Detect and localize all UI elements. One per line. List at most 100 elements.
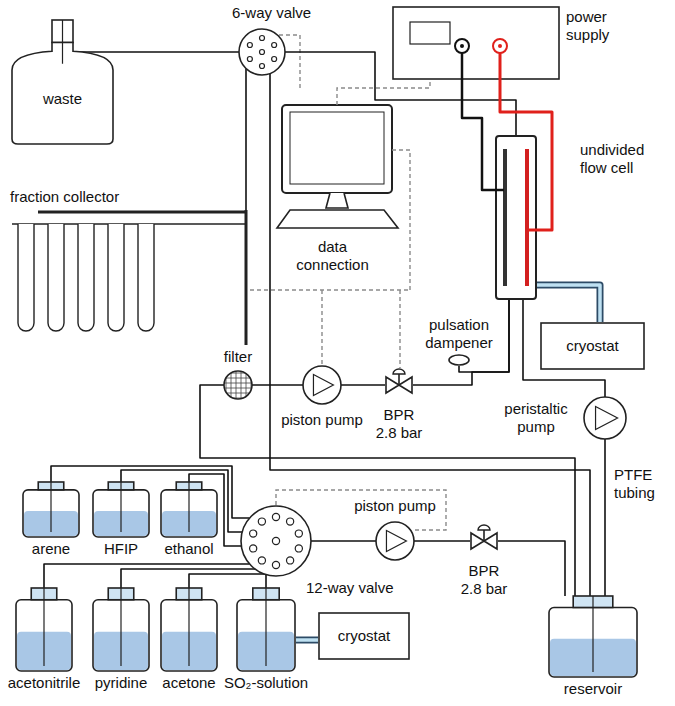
screen: [290, 112, 384, 184]
tubing: [498, 541, 565, 596]
tubing: [189, 574, 264, 588]
component-shape: [470, 524, 498, 558]
component-label: fraction collector: [10, 188, 210, 206]
tubing: [63, 20, 239, 52]
component-label: peristaltic pump: [493, 400, 579, 436]
label-slot: pyridine: [74, 674, 168, 692]
connector-stroke: [189, 574, 264, 588]
component-label: waste: [10, 90, 115, 108]
component-label: arene: [12, 540, 90, 558]
component-label: HFIP: [82, 540, 160, 558]
connector-stroke: [311, 540, 376, 542]
component-label: cryostat: [338, 627, 391, 645]
label-slot: undivided flow cell: [580, 141, 665, 177]
label-slot: waste: [10, 90, 115, 108]
label-slot: ethanol: [150, 540, 228, 558]
label-slot: SO₂-solution: [214, 674, 318, 692]
component-label: 2.8 bar: [454, 580, 514, 598]
component-shape: [160, 482, 218, 538]
connector-stroke: [341, 384, 385, 386]
connector-stroke: [63, 20, 239, 52]
component-label: cryostat: [566, 337, 619, 355]
component-v6: 6-way valve: [238, 28, 286, 76]
label-slot: 6-way valve: [232, 4, 342, 22]
component-pump: piston pump: [302, 365, 342, 405]
component-jug: waste: [10, 20, 115, 145]
data-line: [321, 290, 322, 365]
component-label: SO₂-solution: [214, 674, 318, 692]
component-bottle: reservoir: [548, 596, 638, 678]
component-shape: [22, 482, 80, 538]
component-shape: [495, 135, 537, 300]
annotation-label: data connection: [290, 238, 375, 274]
component-bottle: pyridine: [92, 588, 150, 672]
connector-stroke: [537, 285, 600, 322]
label-slot: power supply: [566, 8, 630, 44]
label-slot: acetone: [142, 674, 236, 692]
cooling-line: [296, 640, 318, 641]
label-slot: peristaltic pump: [493, 400, 579, 436]
computer: [277, 105, 398, 228]
component-bottle: ethanol: [160, 482, 218, 538]
connector-stroke: [265, 575, 267, 589]
component-label: 6-way valve: [232, 4, 342, 22]
component-filter: filter: [223, 370, 253, 400]
component-shape: [548, 596, 638, 678]
component-label: BPR: [454, 562, 514, 580]
component-power: power supply: [392, 6, 560, 80]
component-label: undivided flow cell: [580, 141, 665, 177]
tubing: [266, 575, 267, 589]
keyboard: [277, 210, 398, 228]
tubing: [341, 385, 385, 386]
data-line: [399, 290, 400, 368]
tubing: [414, 541, 470, 542]
connector-stroke: [604, 439, 606, 596]
tubing: [44, 564, 250, 588]
component-shape: [583, 396, 627, 440]
connector-stroke: [296, 638, 318, 642]
component-label: acetonitrile: [0, 674, 91, 692]
data-line: [392, 150, 410, 290]
component-shape: [302, 365, 342, 405]
component-bottle: HFIP: [92, 482, 150, 538]
tubing: [311, 541, 376, 542]
component-label: piston pump: [267, 411, 377, 429]
component-pump: piston pump: [375, 521, 415, 561]
connector-stroke: [414, 540, 470, 542]
tubing: [252, 385, 303, 386]
connector-stroke: [537, 285, 600, 322]
component-shape: [10, 20, 115, 145]
component-coll: fraction collector: [8, 210, 250, 345]
component-shape: [448, 354, 470, 366]
component-label: acetone: [142, 674, 236, 692]
label-slot: PTFE tubing: [614, 466, 670, 502]
tubing: [413, 300, 509, 385]
component-shape: [15, 588, 73, 672]
component-shape: [240, 505, 312, 577]
data-line: [337, 80, 430, 105]
component-rect: cryostat: [318, 612, 410, 660]
component-bottle: acetonitrile: [15, 588, 73, 672]
component-label: BPR: [369, 406, 429, 424]
component-shape: [238, 28, 286, 76]
component-shape: [385, 368, 413, 402]
connector-stroke: [44, 564, 250, 588]
component-shape: [8, 210, 250, 345]
label-slot: 2.8 bar: [454, 580, 514, 598]
connector-stroke: [296, 637, 318, 644]
data-lines: [250, 35, 446, 530]
tubing: [246, 69, 247, 211]
cooling-line: [537, 285, 600, 322]
component-shape: [375, 521, 415, 561]
component-shape: [160, 588, 218, 672]
component-rect: cryostat: [540, 322, 645, 370]
component-label: power supply: [566, 8, 630, 44]
label-slot: filter: [208, 348, 268, 366]
data-line: [250, 289, 410, 290]
component-label: filter: [208, 348, 268, 366]
label-slot: HFIP: [82, 540, 160, 558]
component-bottle: SO₂-solution: [236, 588, 296, 672]
label-slot: acetonitrile: [0, 674, 91, 692]
component-label: piston pump: [340, 497, 450, 515]
